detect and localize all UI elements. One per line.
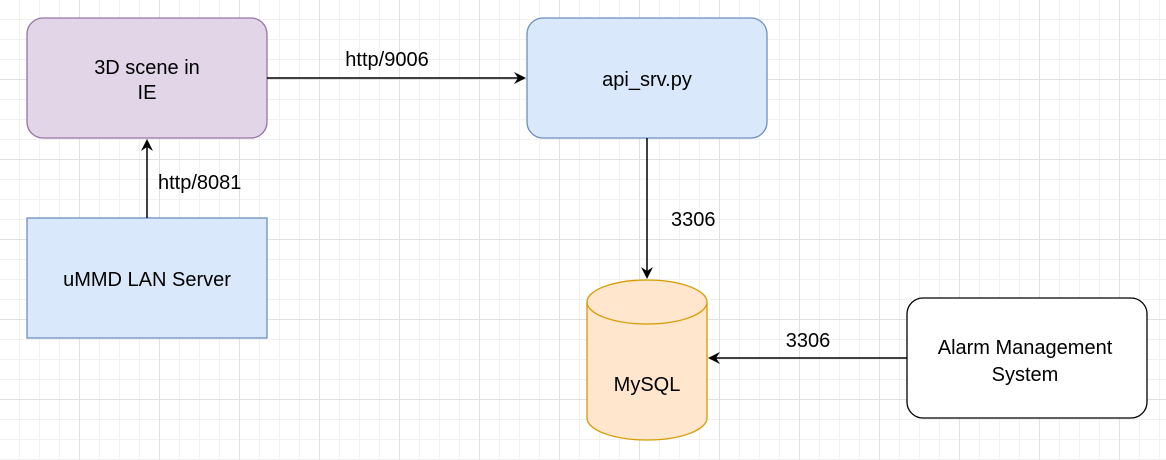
edge-api-to-mysql[interactable]: 3306	[641, 138, 716, 279]
edge-scene-to-api-label: http/9006	[345, 49, 428, 71]
node-3d-scene[interactable]: 3D scene in IE	[26, 17, 268, 139]
node-alarm-system-label-line2: System	[992, 364, 1059, 386]
node-alarm-system-label-line1: Alarm Management	[938, 337, 1113, 359]
node-mysql-label: MySQL	[614, 374, 681, 396]
mysql-cylinder-top-rim	[586, 301, 708, 325]
edge-scene-to-api[interactable]: http/9006	[267, 49, 526, 84]
node-api-srv[interactable]: api_srv.py	[526, 17, 768, 139]
node-3d-scene-label-line2: IE	[138, 82, 157, 104]
mysql-cylinder-body	[586, 279, 708, 441]
edge-alarm-to-mysql[interactable]: 3306	[708, 330, 907, 364]
node-alarm-system[interactable]: Alarm Management System	[906, 297, 1148, 419]
edge-alarm-to-mysql-label: 3306	[786, 330, 831, 352]
node-mysql[interactable]: MySQL	[586, 279, 708, 441]
node-lan-server[interactable]: uMMD LAN Server	[26, 217, 268, 339]
node-lan-server-label: uMMD LAN Server	[63, 269, 231, 291]
edge-lan-to-scene[interactable]: http/8081	[141, 139, 241, 218]
node-lan-server-box	[26, 217, 268, 339]
edge-lan-to-scene-label: http/8081	[158, 172, 241, 194]
node-3d-scene-label-line1: 3D scene in	[94, 57, 200, 79]
node-api-srv-label: api_srv.py	[602, 69, 692, 91]
edge-api-to-mysql-label: 3306	[671, 209, 716, 231]
